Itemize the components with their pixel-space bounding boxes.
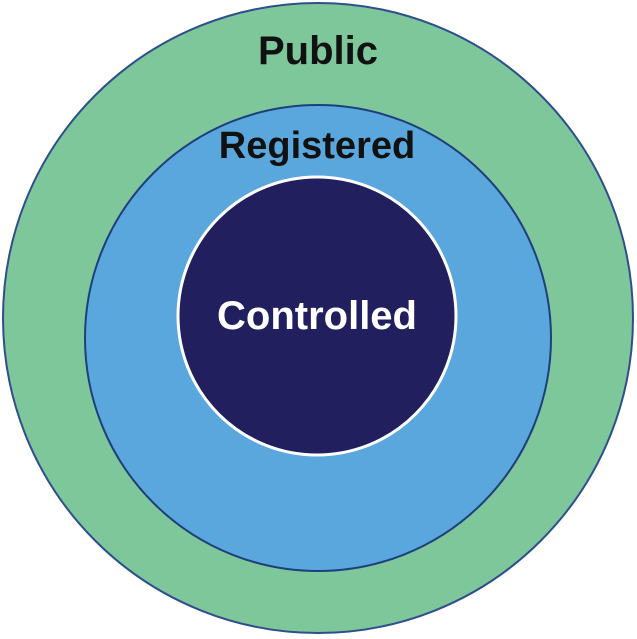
controlled-label: Controlled bbox=[217, 294, 417, 338]
registered-label: Registered bbox=[219, 125, 415, 167]
controlled-core bbox=[176, 175, 458, 457]
public-label: Public bbox=[258, 29, 378, 73]
